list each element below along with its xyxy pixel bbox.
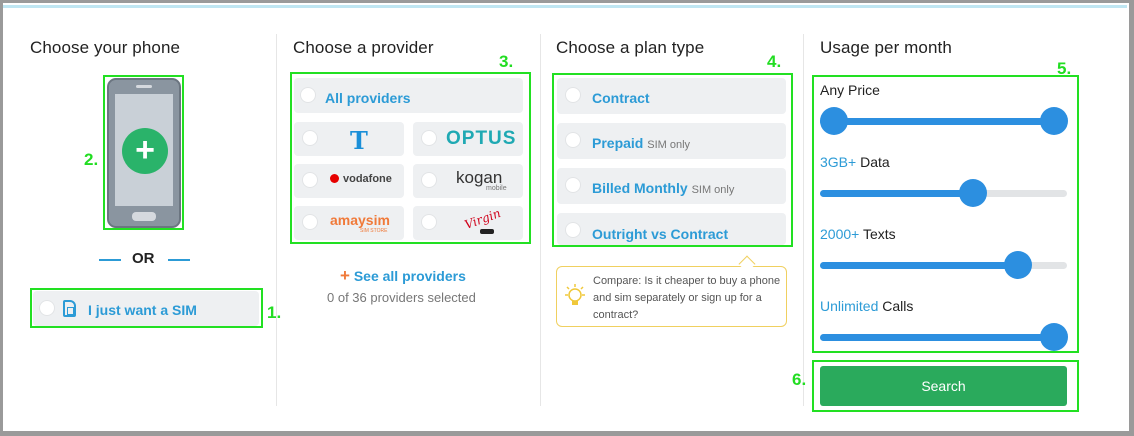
- annotation-box-1: [30, 288, 263, 328]
- texts-slider-fill: [820, 262, 1018, 269]
- column-divider: [540, 34, 541, 406]
- column-divider: [803, 34, 804, 406]
- annotation-box-2: [103, 75, 184, 230]
- price-slider-min-handle[interactable]: [820, 107, 848, 135]
- optus-logo: OPTUS: [446, 128, 517, 149]
- annotation-number-3: 3.: [499, 52, 514, 71]
- texts-slider-handle[interactable]: [1004, 251, 1032, 279]
- price-slider-fill: [820, 118, 1067, 125]
- compare-tip-box: Compare: Is it cheaper to buy a phone an…: [556, 266, 787, 327]
- plan-outright-option[interactable]: [557, 213, 786, 245]
- see-all-providers-label: See all providers: [353, 268, 466, 284]
- kogan-logo-sub: mobile: [486, 185, 507, 192]
- plan-outright-label: Outright vs Contract: [592, 226, 729, 242]
- plan-contract-option[interactable]: [557, 78, 786, 114]
- calls-slider[interactable]: [820, 323, 1068, 351]
- sim-only-radio[interactable]: [39, 300, 55, 316]
- provider-radio[interactable]: [421, 214, 437, 230]
- data-slider-handle[interactable]: [959, 179, 987, 207]
- annotation-box-4: [552, 73, 793, 247]
- all-providers-option[interactable]: [294, 78, 523, 113]
- plan-radio[interactable]: [565, 132, 581, 148]
- search-button[interactable]: Search: [820, 366, 1067, 406]
- plan-column-title: Choose a plan type: [556, 38, 705, 57]
- amaysim-logo-sub: SIM STORE: [360, 228, 388, 234]
- calls-amount: Unlimited: [820, 298, 879, 314]
- plan-radio[interactable]: [565, 177, 581, 193]
- all-providers-radio[interactable]: [300, 87, 316, 103]
- plus-icon: +: [340, 266, 350, 285]
- calls-slider-handle[interactable]: [1040, 323, 1068, 351]
- kogan-logo: kogan: [456, 168, 503, 187]
- provider-radio[interactable]: [302, 130, 318, 146]
- amaysim-logo: amaysim: [330, 212, 390, 228]
- plan-prepaid-option[interactable]: [557, 123, 786, 159]
- phone-speaker: [136, 85, 152, 88]
- plan-billed-sub: SIM only: [691, 184, 735, 196]
- sim-card-icon: [63, 300, 76, 317]
- provider-column-title: Choose a provider: [293, 38, 434, 57]
- provider-radio[interactable]: [421, 172, 437, 188]
- all-providers-label: All providers: [325, 90, 411, 106]
- data-label: 3GB+ Data: [820, 154, 890, 170]
- texts-amount: 2000+: [820, 226, 860, 242]
- annotation-box-5: [812, 75, 1079, 353]
- sim-only-option[interactable]: [33, 291, 259, 326]
- price-label: Any Price: [820, 82, 880, 98]
- plan-radio[interactable]: [565, 87, 581, 103]
- price-slider[interactable]: [820, 107, 1068, 135]
- plan-contract-label: Contract: [592, 90, 650, 106]
- annotation-number-4: 4.: [767, 52, 782, 71]
- compare-tip-text[interactable]: Compare: Is it cheaper to buy a phone an…: [593, 275, 781, 321]
- providers-selected-count: 0 of 36 providers selected: [327, 290, 476, 305]
- vodafone-mark-icon: [330, 174, 339, 183]
- price-slider-max-handle[interactable]: [1040, 107, 1068, 135]
- phone-home-button: [132, 212, 156, 221]
- telstra-logo: T: [350, 126, 368, 155]
- add-phone-button[interactable]: +: [107, 78, 181, 228]
- data-slider-fill: [820, 190, 973, 197]
- provider-radio[interactable]: [421, 130, 437, 146]
- plan-radio[interactable]: [565, 222, 581, 238]
- sim-only-label: I just want a SIM: [88, 302, 197, 318]
- texts-slider[interactable]: [820, 251, 1067, 279]
- column-divider: [276, 34, 277, 406]
- virgin-mobile-mark: [480, 229, 494, 234]
- plan-billed-monthly-option[interactable]: [557, 168, 786, 204]
- data-slider[interactable]: [820, 179, 1067, 207]
- or-divider-left: [99, 259, 121, 261]
- vodafone-logo: vodafone: [343, 173, 392, 185]
- or-divider-right: [168, 259, 190, 261]
- plan-prepaid-label: Prepaid SIM only: [592, 135, 691, 151]
- plan-prepaid-sub: SIM only: [647, 139, 691, 151]
- or-label: OR: [132, 250, 155, 267]
- calls-slider-fill: [820, 334, 1067, 341]
- annotation-number-6: 6.: [792, 370, 807, 389]
- plan-billed-monthly-label: Billed Monthly SIM only: [592, 180, 735, 196]
- provider-radio[interactable]: [302, 172, 318, 188]
- annotation-number-2: 2.: [84, 150, 99, 169]
- annotation-box-6: [812, 360, 1079, 412]
- annotation-box-3: [290, 72, 531, 244]
- see-all-providers-link[interactable]: + See all providers: [340, 266, 466, 286]
- lightbulb-icon: [565, 284, 585, 305]
- phone-column-title: Choose your phone: [30, 38, 181, 57]
- top-accent-line: [3, 5, 1127, 8]
- texts-label: 2000+ Texts: [820, 226, 896, 242]
- annotation-number-1: 1.: [267, 303, 282, 322]
- usage-column-title: Usage per month: [820, 38, 952, 57]
- annotation-number-5: 5.: [1057, 59, 1072, 78]
- plus-icon: +: [122, 128, 168, 174]
- calls-label: Unlimited Calls: [820, 298, 914, 314]
- data-amount: 3GB+: [820, 154, 857, 170]
- provider-radio[interactable]: [302, 214, 318, 230]
